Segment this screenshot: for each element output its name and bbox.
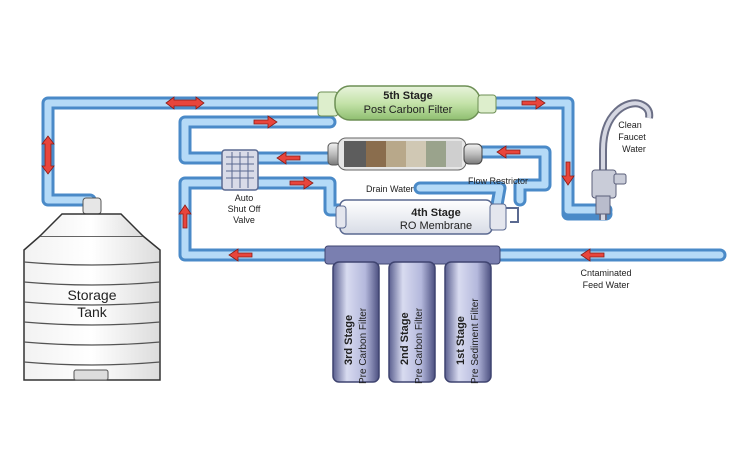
stage3-subtitle: Pre Carbon Filter	[358, 307, 369, 384]
flow-arrow-left-carbon	[276, 151, 301, 165]
carbon-block-filter	[327, 137, 483, 171]
flow-arrow-up-left	[178, 204, 192, 229]
drain-water-label: Drain Water	[366, 184, 414, 194]
flow-arrow-right-top	[521, 96, 546, 110]
stage2-housing: 2nd Stage Pre Carbon Filter	[388, 261, 436, 384]
flow-arrow-double-left	[41, 135, 55, 175]
prefilter-housings: 3rd Stage Pre Carbon Filter 2nd Stage Pr…	[324, 245, 501, 384]
faucet: Clean Faucet Water	[591, 99, 654, 220]
flow-arrow-left-restrictor	[496, 145, 521, 159]
auto-shut-off-valve: Auto Shut Off Valve	[221, 149, 261, 225]
storage-tank: Storage Tank	[23, 197, 161, 381]
storage-tank-label-line2: Tank	[77, 304, 108, 320]
flow-arrow-double-top	[165, 96, 205, 110]
stage5-subtitle: Post Carbon Filter	[364, 104, 453, 116]
flow-arrow-left-bottom	[228, 248, 253, 262]
stage1-housing: 1st Stage Pre Sediment Filter	[444, 261, 492, 384]
stage2-title: 2nd Stage	[399, 312, 411, 365]
feed-water-label-line1: Cntaminated	[580, 268, 631, 278]
stage3-title: 3rd Stage	[343, 315, 355, 365]
stage2-subtitle: Pre Carbon Filter	[414, 307, 425, 384]
flow-arrow-right-stage5-in	[253, 115, 278, 129]
flow-arrow-left-feed	[580, 248, 605, 262]
flow-arrow-right-drain	[289, 176, 314, 190]
faucet-label-line1: Clean	[618, 120, 642, 130]
faucet-label-line2: Faucet	[618, 132, 646, 142]
stage3-housing: 3rd Stage Pre Carbon Filter	[332, 261, 380, 384]
stage5-title: 5th Stage	[383, 90, 433, 102]
stage4-ro-membrane: 4th Stage RO Membrane	[335, 199, 519, 235]
valve-label-line1: Auto	[235, 193, 254, 203]
valve-label-line2: Shut Off	[228, 204, 261, 214]
flow-arrow-down-right	[561, 161, 575, 186]
stage1-subtitle: Pre Sediment Filter	[470, 298, 481, 384]
stage5-post-carbon-filter: 5th Stage Post Carbon Filter	[317, 85, 497, 121]
feed-water-label-line2: Feed Water	[583, 280, 630, 290]
valve-label-line3: Valve	[233, 215, 255, 225]
storage-tank-label-line1: Storage	[67, 287, 116, 303]
stage4-title: 4th Stage	[411, 207, 461, 219]
faucet-label-line3: Water	[622, 144, 646, 154]
stage4-subtitle: RO Membrane	[400, 220, 472, 232]
flow-restrictor-label: Flow Restrictor	[468, 176, 528, 186]
stage1-title: 1st Stage	[455, 316, 467, 365]
